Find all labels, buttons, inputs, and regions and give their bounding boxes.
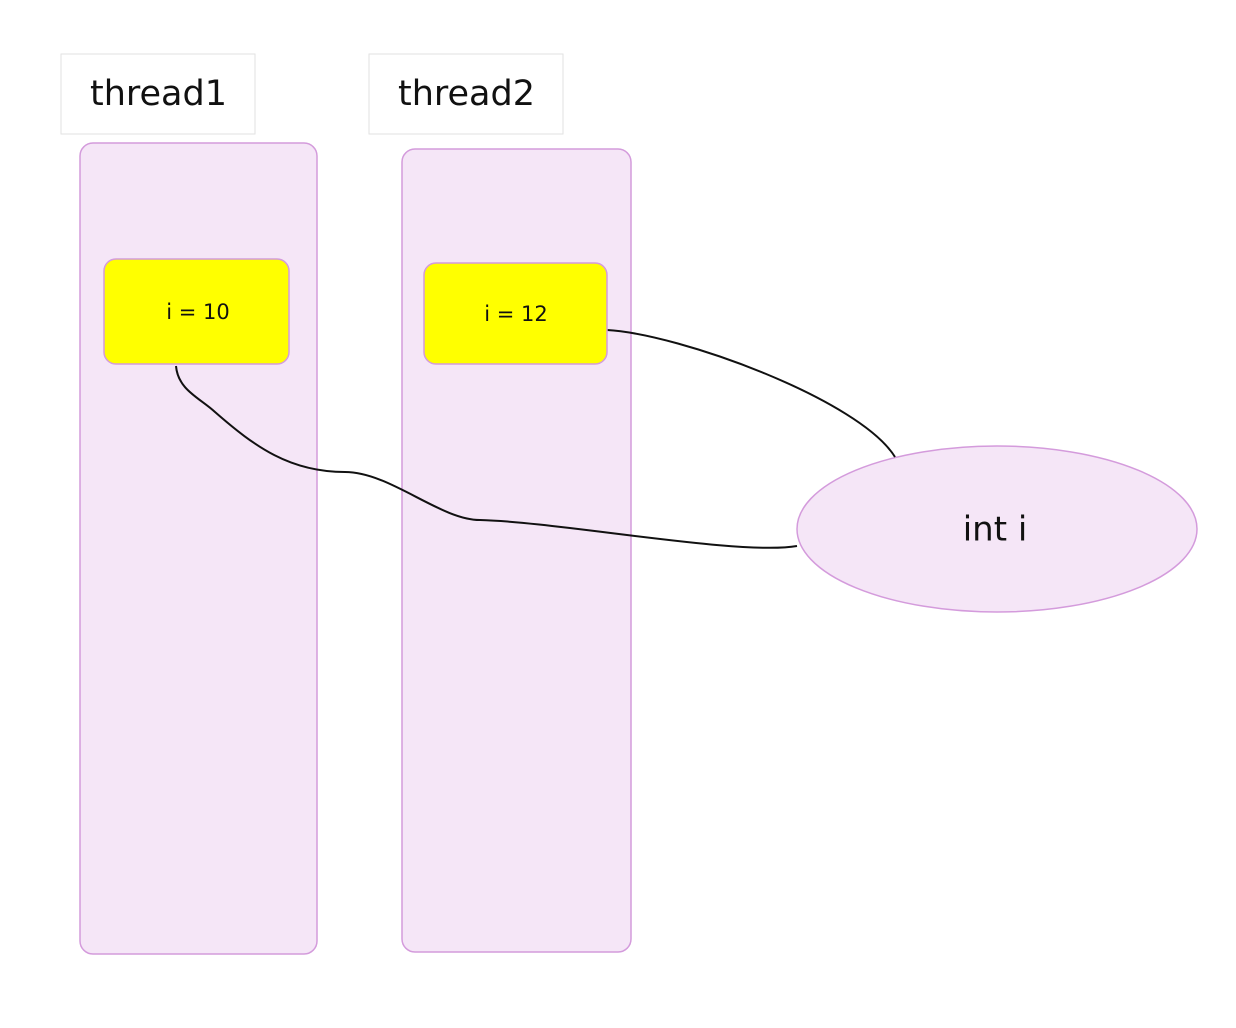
thread2-header-box xyxy=(368,53,564,135)
shared-var-ellipse xyxy=(796,445,1198,613)
thread1-header: thread1 xyxy=(60,53,256,135)
thread1-local-var-box xyxy=(103,258,290,365)
connector-thread2-to-shared xyxy=(606,329,896,458)
thread1-label: thread1 xyxy=(90,74,227,114)
thread2-header: thread2 xyxy=(368,53,564,135)
thread2-label: thread2 xyxy=(398,74,535,114)
thread1-header-box xyxy=(60,53,256,135)
shared-var-label: int i xyxy=(963,510,1028,550)
thread2-local-var-label: i = 12 xyxy=(484,302,548,326)
connector-thread1-to-shared xyxy=(175,365,798,549)
shared-variable: int i xyxy=(796,445,1198,613)
thread1-local-var-label: i = 10 xyxy=(166,300,230,324)
thread1-local-var: i = 10 xyxy=(103,258,290,365)
thread2-local-var: i = 12 xyxy=(423,262,608,365)
thread2-local-var-box xyxy=(423,262,608,365)
